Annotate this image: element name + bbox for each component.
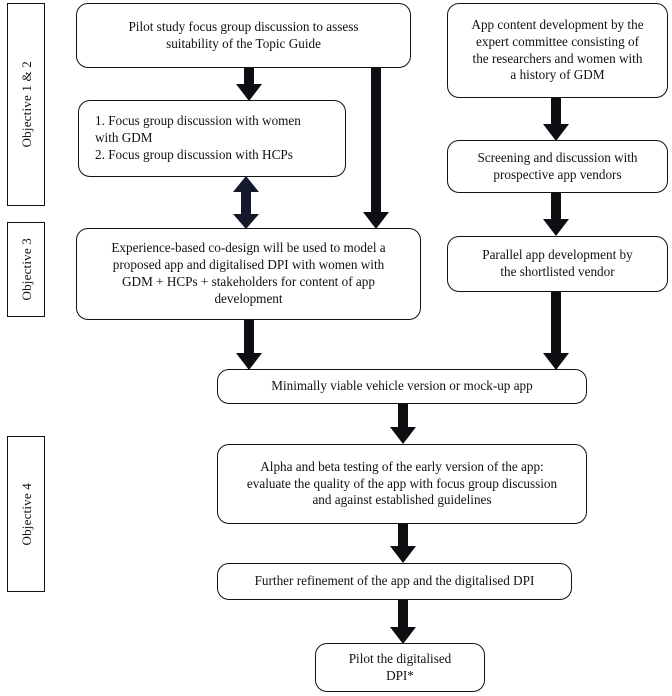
node-pilot-digitalised-dpi[interactable]: Pilot the digitalised DPI* — [315, 643, 485, 692]
node-pilot-focus-group[interactable]: Pilot study focus group discussion to as… — [76, 3, 411, 68]
node-mvp-mockup[interactable]: Minimally viable vehicle version or mock… — [217, 369, 587, 404]
node-label: Screening and discussion with prospectiv… — [477, 149, 638, 182]
node-focus-group-list[interactable]: 1. Focus group discussion with women wit… — [78, 100, 346, 177]
node-label: 1. Focus group discussion with women wit… — [95, 113, 301, 162]
node-co-design[interactable]: Experience-based co-design will be used … — [76, 228, 421, 320]
objective-label: Objective 1 & 2 — [18, 61, 34, 148]
objective-box-1-2: Objective 1 & 2 — [7, 3, 45, 206]
connector-pilot-to-focusgroup — [234, 66, 264, 102]
node-screening-vendors[interactable]: Screening and discussion with prospectiv… — [447, 140, 668, 193]
node-label: Alpha and beta testing of the early vers… — [246, 458, 558, 508]
connector-screening-to-parallel — [541, 191, 571, 237]
objective-label: Objective 4 — [18, 482, 34, 546]
node-further-refinement[interactable]: Further refinement of the app and the di… — [217, 563, 572, 600]
node-label: Minimally viable vehicle version or mock… — [271, 378, 533, 394]
node-parallel-development[interactable]: Parallel app development by the shortlis… — [447, 236, 668, 292]
node-label: Pilot study focus group discussion to as… — [128, 18, 359, 51]
connector-focusgroup-to-codesign — [231, 176, 261, 230]
connector-appcontent-to-screening — [541, 96, 571, 142]
node-app-content-development[interactable]: App content development by the expert co… — [447, 3, 668, 98]
node-alpha-beta-testing[interactable]: Alpha and beta testing of the early vers… — [217, 444, 587, 524]
node-label: Parallel app development by the shortlis… — [482, 247, 633, 279]
node-label: App content development by the expert co… — [471, 16, 644, 83]
objective-label: Objective 3 — [18, 238, 34, 301]
objective-box-4: Objective 4 — [7, 436, 45, 592]
connector-parallel-to-mvp — [541, 291, 571, 371]
connector-refinement-to-pilotdpi — [388, 599, 418, 645]
objective-box-3: Objective 3 — [7, 222, 45, 317]
connector-alphabeta-to-refinement — [388, 523, 418, 564]
connector-codesign-to-mvp — [234, 318, 264, 371]
node-label: Pilot the digitalised DPI* — [348, 650, 452, 683]
connector-pilot-to-codesign — [361, 66, 391, 230]
node-label: Experience-based co-design will be used … — [111, 240, 386, 306]
connector-mvp-to-alphabeta — [388, 402, 418, 445]
node-label: Further refinement of the app and the di… — [254, 573, 535, 589]
